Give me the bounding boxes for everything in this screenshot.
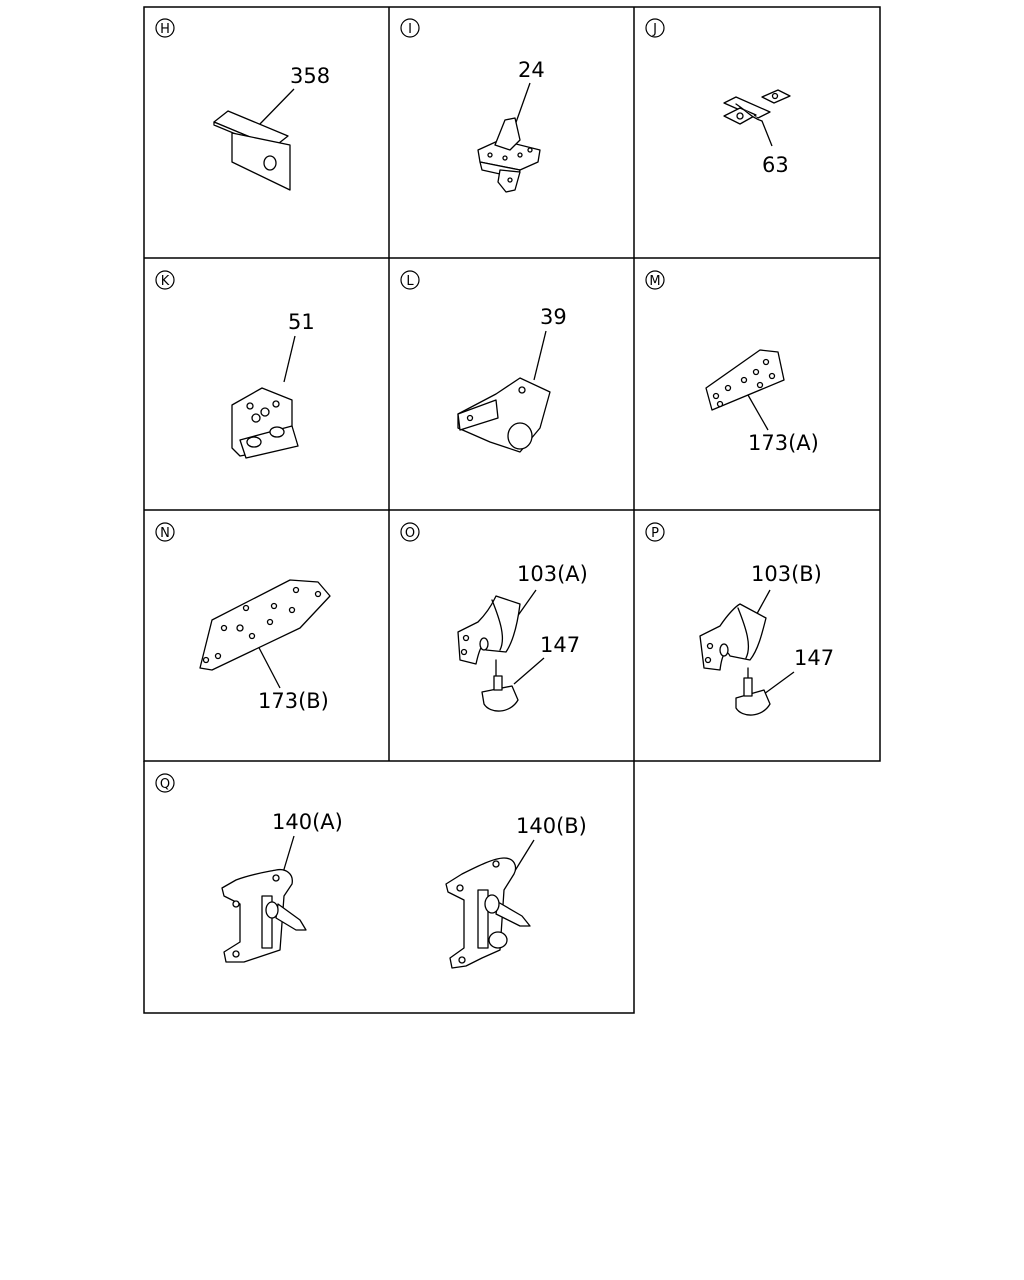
cell-h-letter: H [160, 22, 170, 37]
cell-n: N 173(B) [155, 522, 331, 713]
callout-103-a: 103(A) [517, 562, 588, 586]
cell-o-marker [400, 522, 420, 542]
cell-l: L 39 [400, 270, 567, 453]
cell-j-marker [645, 18, 665, 38]
bracket-24-drawing [477, 117, 541, 193]
bracket-140-b-drawing [445, 857, 531, 969]
callout-39: 39 [540, 305, 567, 329]
cell-l-letter: L [406, 274, 414, 289]
callout-24: 24 [518, 58, 545, 82]
callout-140-b: 140(B) [516, 814, 587, 838]
cell-o: O 103(A) 147 [400, 522, 588, 712]
cell-k: K 51 [155, 270, 315, 459]
cell-m-marker [645, 270, 665, 290]
bracket-358-drawing [213, 110, 291, 191]
callout-358: 358 [290, 64, 330, 88]
callout-103-b: 103(B) [751, 562, 822, 586]
plate-173-a-drawing [705, 349, 785, 411]
cell-p-marker [645, 522, 665, 542]
callout-147-o: 147 [540, 633, 580, 657]
callout-140-a: 140(A) [272, 810, 343, 834]
cell-p-letter: P [651, 526, 659, 541]
cell-o-letter: O [405, 526, 415, 541]
cell-p: P 103(B) 147 [645, 522, 834, 716]
cell-q: Q 140(A) 140(B) [155, 773, 587, 969]
callout-173-b: 173(B) [258, 689, 329, 713]
callout-147-p: 147 [794, 646, 834, 670]
cell-n-letter: N [160, 526, 170, 541]
bracket-63-drawing [723, 89, 791, 125]
bracket-39-drawing [457, 377, 551, 453]
cell-m-letter: M [649, 274, 660, 289]
cell-j-letter: J [652, 22, 657, 37]
cell-l-marker [400, 270, 420, 290]
cell-k-marker [155, 270, 175, 290]
bracket-51-drawing [231, 387, 299, 459]
cell-n-marker [155, 522, 175, 542]
cell-h-marker [155, 18, 175, 38]
callout-63: 63 [762, 153, 789, 177]
mount-147-o-drawing [481, 675, 519, 712]
cell-m: M 173(A) [645, 270, 819, 455]
mount-103-b-drawing [699, 603, 767, 683]
grid-lines [143, 6, 881, 1014]
callout-51: 51 [288, 310, 315, 334]
cell-i-marker [400, 18, 420, 38]
bracket-140-a-drawing [221, 868, 307, 963]
cell-k-letter: K [161, 274, 170, 289]
mount-147-p-drawing [735, 677, 771, 716]
mount-103-a-drawing [457, 595, 521, 677]
cell-q-letter: Q [160, 777, 170, 792]
cell-i-letter: I [408, 22, 412, 37]
cell-q-marker [155, 773, 175, 793]
cell-j: J 63 [645, 18, 791, 177]
plate-173-b-drawing [199, 579, 331, 671]
cell-i: I 24 [400, 18, 545, 193]
callout-173-a: 173(A) [748, 431, 819, 455]
cell-h: H 358 [155, 18, 330, 191]
